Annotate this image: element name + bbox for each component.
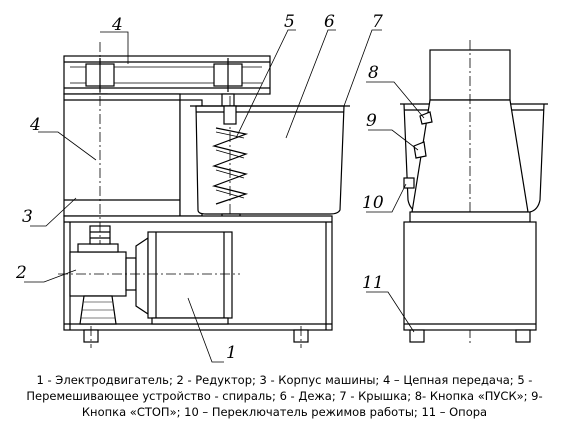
mode-switch <box>403 177 415 189</box>
callout-4-top: 4 <box>111 15 123 35</box>
callout-9: 9 <box>366 111 377 131</box>
callout-1: 1 <box>226 343 237 363</box>
callout-11: 11 <box>362 273 384 293</box>
side-view <box>400 40 548 346</box>
spiral-mixer <box>211 96 249 226</box>
callout-7: 7 <box>372 12 383 32</box>
legend-line-3: Кнопка «СТОП»; 10 – Переключатель режимо… <box>81 405 488 419</box>
callout-5: 5 <box>284 12 295 32</box>
electric-motor <box>135 231 233 325</box>
machine-body <box>63 93 181 217</box>
bowl <box>195 105 345 215</box>
callout-8: 8 <box>368 63 379 83</box>
callout-6: 6 <box>324 12 335 32</box>
callout-4-left: 4 <box>29 115 41 135</box>
legend-line-2: Перемешивающее устройство - спираль; 6 -… <box>26 389 543 403</box>
callout-2: 2 <box>15 263 27 283</box>
legend-line-1: 1 - Электродвигатель; 2 - Редуктор; 3 - … <box>36 373 533 387</box>
side-base <box>403 221 537 331</box>
callout-10: 10 <box>362 193 384 213</box>
figure-legend: 1 - Электродвигатель; 2 - Редуктор; 3 - … <box>6 372 563 420</box>
side-foot-right <box>515 329 531 343</box>
stop-button <box>413 141 427 159</box>
start-button <box>419 111 433 125</box>
mixer-technical-drawing: 4 4 3 2 1 5 6 7 8 9 10 11 <box>15 12 548 363</box>
leader-lines <box>24 29 425 363</box>
side-foot-left <box>409 329 425 343</box>
callout-3: 3 <box>22 207 33 227</box>
front-view <box>58 42 350 348</box>
